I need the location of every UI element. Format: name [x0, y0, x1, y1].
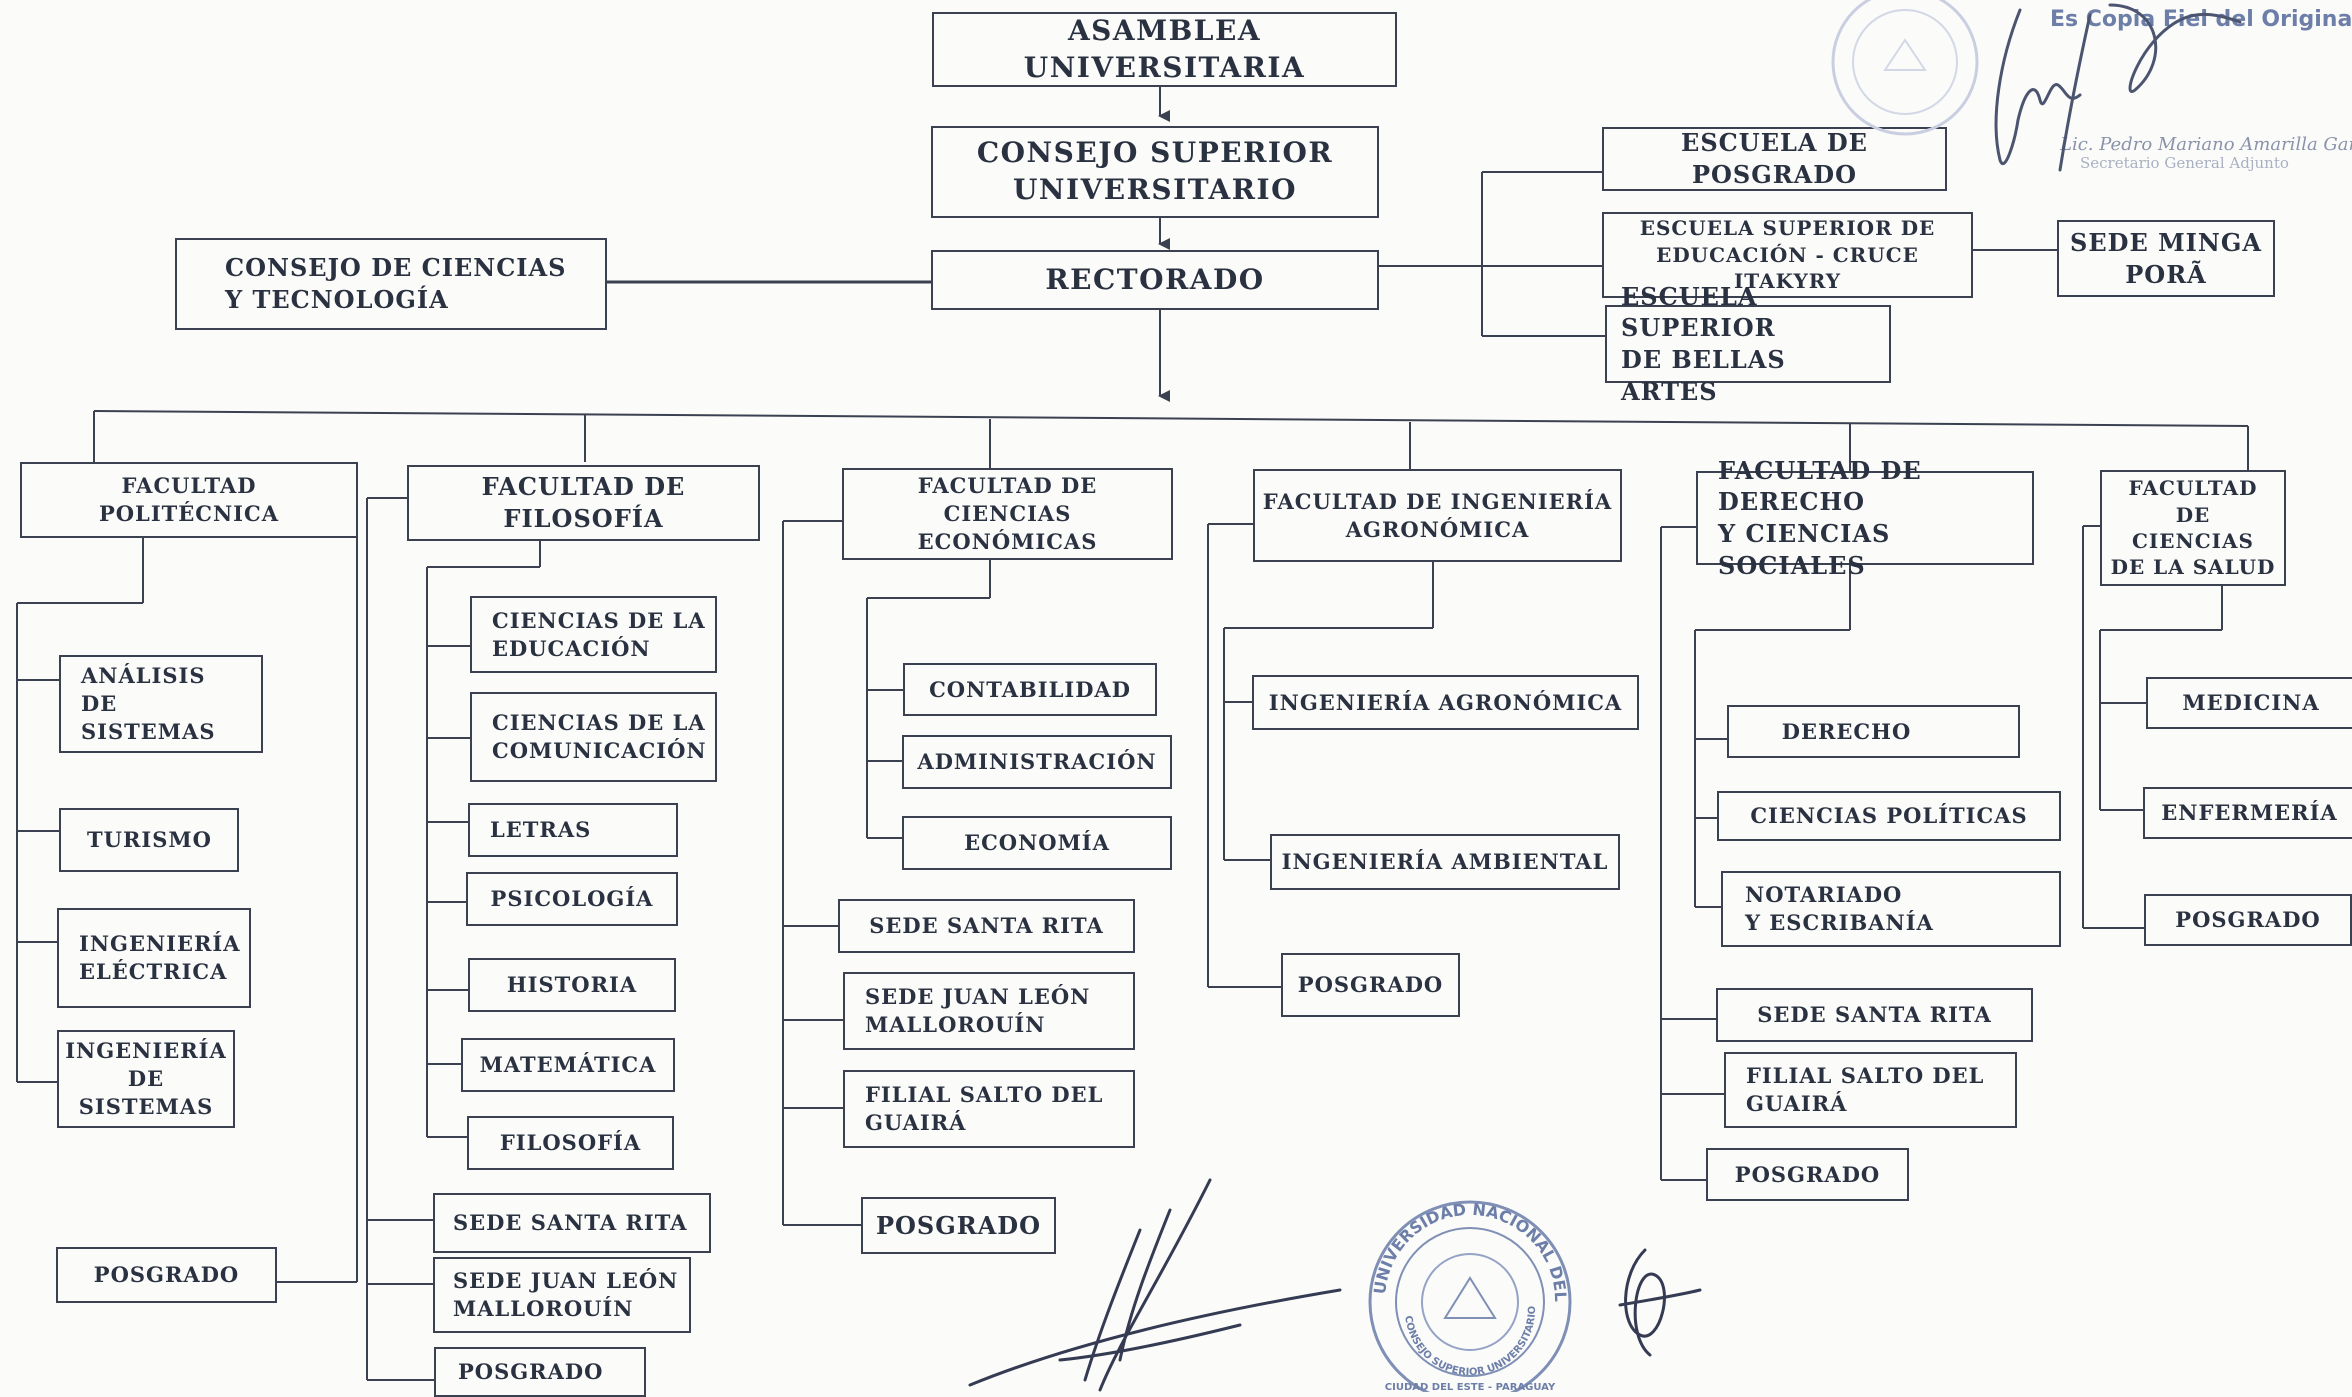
item-letras: LETRAS — [468, 803, 678, 857]
university-seal: UNIVERSIDAD NACIONAL DEL ESTE CONSEJO SU… — [1350, 1190, 1572, 1392]
item-economia: ECONOMÍA — [902, 816, 1172, 870]
asamblea-box: ASAMBLEA UNIVERSITARIA — [932, 12, 1397, 87]
item-turismo: TURISMO — [59, 808, 239, 872]
item-notariado: NOTARIADO Y ESCRIBANÍA — [1721, 871, 2061, 947]
item-economicas-filial-salto: FILIAL SALTO DEL GUAIRÁ — [843, 1070, 1135, 1148]
signature-top — [1994, 3, 2242, 172]
item-derecho: DERECHO — [1727, 705, 2020, 758]
item-filosofia-sede-santa-rita: SEDE SANTA RITA — [433, 1193, 711, 1253]
escuela-bellas-artes-box: ESCUELA SUPERIOR DE BELLAS ARTES — [1605, 282, 1891, 406]
facultad-salud-box: FACULTAD DE CIENCIAS DE LA SALUD — [2100, 470, 2286, 586]
item-filosofia-sede-juan-leon: SEDE JUAN LEÓN MALLOROUÍN — [433, 1257, 691, 1333]
item-economicas-sede-juan-leon: SEDE JUAN LEÓN MALLOROUÍN — [843, 972, 1135, 1050]
item-derecho-posgrado: POSGRADO — [1706, 1148, 1909, 1201]
facultad-derecho-box: FACULTAD DE DERECHO Y CIENCIAS SOCIALES — [1696, 456, 2034, 580]
item-filosofia: FILOSOFÍA — [467, 1116, 674, 1170]
item-contabilidad: CONTABILIDAD — [903, 663, 1157, 716]
signature-bottom — [968, 1178, 1342, 1392]
copy-stamp-label: Es Copia Fiel del Original — [2050, 7, 2352, 32]
item-economicas-sede-santa-rita: SEDE SANTA RITA — [838, 899, 1135, 953]
seal-outer-text: UNIVERSIDAD NACIONAL DEL ESTE — [1350, 1190, 1570, 1302]
escuela-posgrado-box: ESCUELA DE POSGRADO — [1602, 127, 1947, 191]
copy-stamp: Es Copia Fiel del Original Lic. Pedro Ma… — [1831, 0, 2352, 172]
escuela-educacion-box: ESCUELA SUPERIOR DE EDUCACIÓN - CRUCE IT… — [1602, 212, 1973, 298]
item-enfermeria: ENFERMERÍA — [2143, 787, 2352, 839]
item-medicina: MEDICINA — [2146, 677, 2352, 729]
item-ciencias-comunicacion: CIENCIAS DE LA COMUNICACIÓN — [470, 692, 717, 782]
item-agronomica-posgrado: POSGRADO — [1281, 953, 1460, 1017]
item-politecnica-posgrado: POSGRADO — [56, 1247, 277, 1303]
consejo-ciencias-box: CONSEJO DE CIENCIAS Y TECNOLOGÍA — [175, 238, 607, 330]
initials-mark — [1618, 1248, 1702, 1357]
seal-inner-text: CONSEJO SUPERIOR UNIVERSITARIO — [1402, 1306, 1538, 1378]
copy-stamp-role: Secretario General Adjunto — [2080, 154, 2289, 172]
item-ingenieria-agronomica: INGENIERÍA AGRONÓMICA — [1252, 675, 1639, 730]
facultad-agronomica-box: FACULTAD DE INGENIERÍA AGRONÓMICA — [1253, 469, 1622, 562]
item-filosofia-posgrado: POSGRADO — [434, 1347, 646, 1397]
item-matematica: MATEMÁTICA — [461, 1038, 675, 1092]
item-administracion: ADMINISTRACIÓN — [902, 735, 1172, 789]
copy-stamp-name: Lic. Pedro Mariano Amarilla García — [2059, 134, 2352, 155]
item-analisis-sistemas: ANÁLISIS DE SISTEMAS — [59, 655, 263, 753]
facultad-economicas-box: FACULTAD DE CIENCIAS ECONÓMICAS — [842, 468, 1173, 560]
item-historia: HISTORIA — [468, 958, 676, 1012]
item-ingenieria-electrica: INGENIERÍA ELÉCTRICA — [57, 908, 251, 1008]
item-psicologia: PSICOLOGÍA — [466, 872, 678, 926]
item-ciencias-educacion: CIENCIAS DE LA EDUCACIÓN — [470, 596, 717, 673]
facultad-filosofia-box: FACULTAD DE FILOSOFÍA — [407, 465, 760, 541]
item-derecho-sede-santa-rita: SEDE SANTA RITA — [1716, 988, 2033, 1042]
item-ingenieria-sistemas: INGENIERÍA DE SISTEMAS — [57, 1030, 235, 1128]
consejo-superior-box: CONSEJO SUPERIOR UNIVERSITARIO — [931, 126, 1379, 218]
facultad-politecnica-box: FACULTAD POLITÉCNICA — [20, 462, 358, 538]
item-derecho-filial-salto: FILIAL SALTO DEL GUAIRÁ — [1724, 1052, 2017, 1128]
item-ingenieria-ambiental: INGENIERÍA AMBIENTAL — [1270, 834, 1620, 890]
seal-city-text: CIUDAD DEL ESTE - PARAGUAY — [1385, 1382, 1556, 1392]
item-ciencias-politicas: CIENCIAS POLÍTICAS — [1717, 791, 2061, 841]
item-economicas-posgrado: POSGRADO — [861, 1197, 1056, 1254]
item-salud-posgrado: POSGRADO — [2144, 894, 2352, 946]
sede-minga-box: SEDE MINGA PORÃ — [2057, 220, 2275, 297]
rectorado-box: RECTORADO — [931, 250, 1379, 310]
